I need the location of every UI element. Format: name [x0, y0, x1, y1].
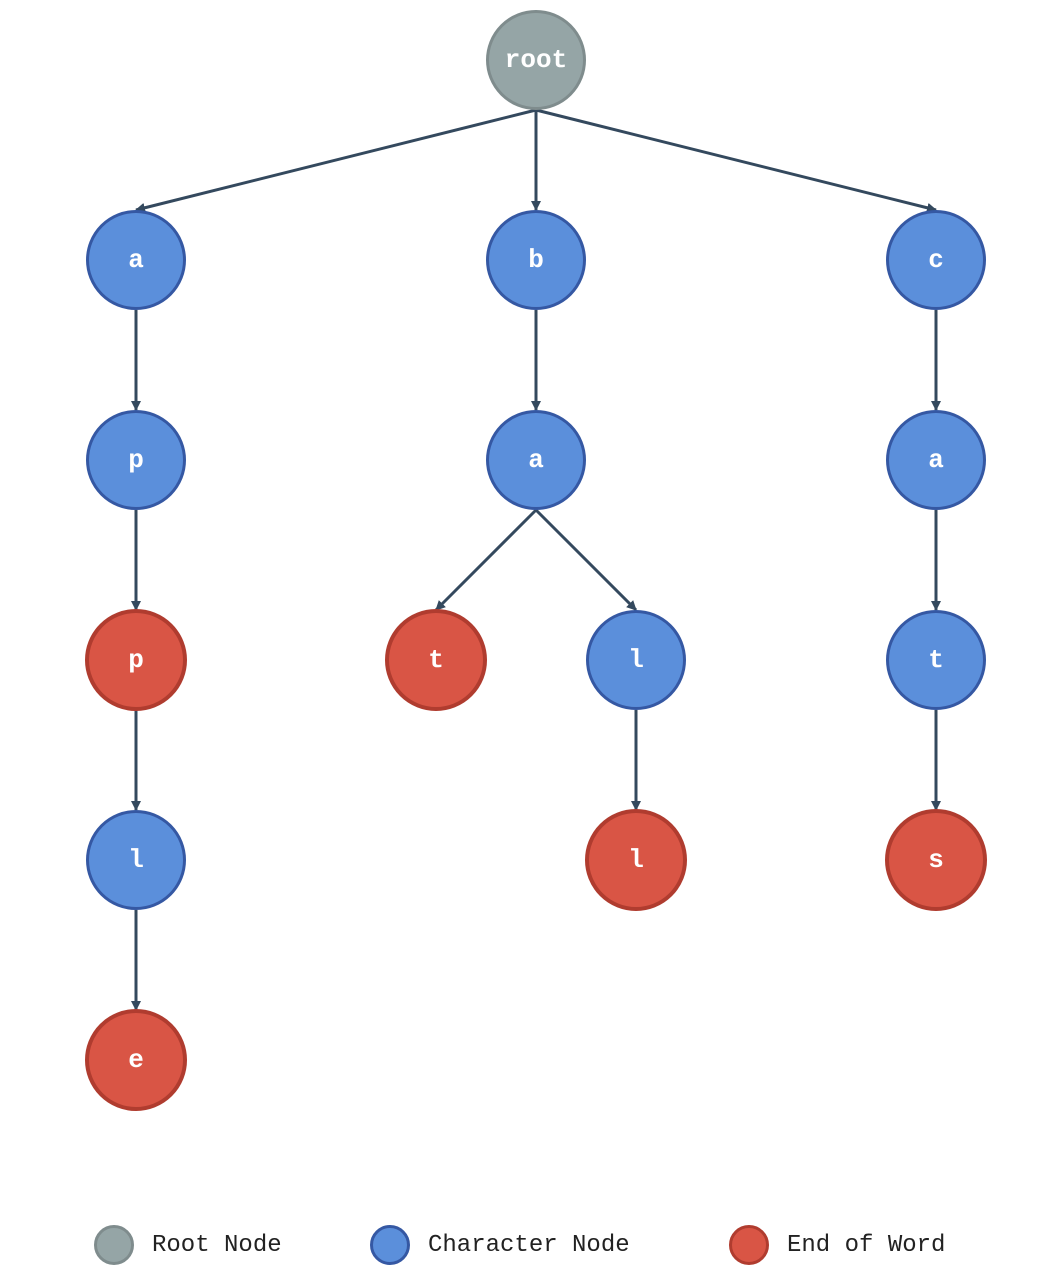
node-label: s: [928, 845, 944, 875]
node-label: a: [928, 445, 944, 475]
edges: [131, 108, 941, 1011]
edge-a2-t1: [434, 508, 538, 612]
character-node: t: [886, 610, 986, 710]
character-node: a: [886, 410, 986, 510]
legend-label: End of Word: [787, 1231, 946, 1259]
node-circle: [85, 609, 187, 711]
end-of-word-node: t: [385, 609, 487, 711]
edge-root-a1: [135, 108, 537, 213]
end-of-word-node: p: [85, 609, 187, 711]
node-label: b: [528, 245, 544, 275]
node-label: a: [528, 445, 544, 475]
node-circle: [86, 810, 186, 910]
node-circle: [886, 610, 986, 710]
node-label: e: [128, 1045, 144, 1075]
node-label: t: [928, 645, 944, 675]
node-circle: [486, 410, 586, 510]
node-label: root: [505, 45, 567, 75]
legend-item-character: Character Node: [370, 1222, 630, 1268]
legend-item-end-of-word: End of Word: [729, 1222, 945, 1268]
end-of-word-swatch-icon: [729, 1225, 769, 1265]
end-of-word-node: e: [85, 1009, 187, 1111]
edge-root-c1: [535, 108, 937, 213]
node-circle: [385, 609, 487, 711]
character-node: b: [486, 210, 586, 310]
trie-diagram: root a p p l e b a t l l c a t s: [85, 10, 987, 1111]
character-node: p: [86, 410, 186, 510]
character-node: a: [86, 210, 186, 310]
character-node: c: [886, 210, 986, 310]
node-label: a: [128, 245, 144, 275]
legend-label: Character Node: [428, 1231, 630, 1259]
node-circle: [486, 10, 586, 110]
node-circle: [86, 410, 186, 510]
node-label: p: [128, 645, 144, 675]
edge-a2-l2: [534, 508, 638, 612]
node-circle: [85, 1009, 187, 1111]
legend: Root Node Character Node End of Word: [0, 1222, 1054, 1268]
legend-label: Root Node: [152, 1231, 282, 1259]
end-of-word-node: s: [885, 809, 987, 911]
nodes: root a p p l e b a t l l c a t s: [85, 10, 987, 1111]
node-circle: [86, 210, 186, 310]
node-label: t: [428, 645, 444, 675]
node-label: p: [128, 445, 144, 475]
node-circle: [886, 210, 986, 310]
root-node: root: [486, 10, 586, 110]
node-circle: [586, 610, 686, 710]
character-node: a: [486, 410, 586, 510]
node-label: l: [628, 845, 644, 875]
character-node: l: [586, 610, 686, 710]
node-circle: [885, 809, 987, 911]
character-node: l: [86, 810, 186, 910]
legend-item-root: Root Node: [94, 1222, 282, 1268]
end-of-word-node: l: [585, 809, 687, 911]
character-node-swatch-icon: [370, 1225, 410, 1265]
node-circle: [886, 410, 986, 510]
root-node-swatch-icon: [94, 1225, 134, 1265]
node-circle: [486, 210, 586, 310]
node-circle: [585, 809, 687, 911]
node-label: l: [628, 645, 644, 675]
node-label: l: [128, 845, 144, 875]
node-label: c: [928, 245, 944, 275]
